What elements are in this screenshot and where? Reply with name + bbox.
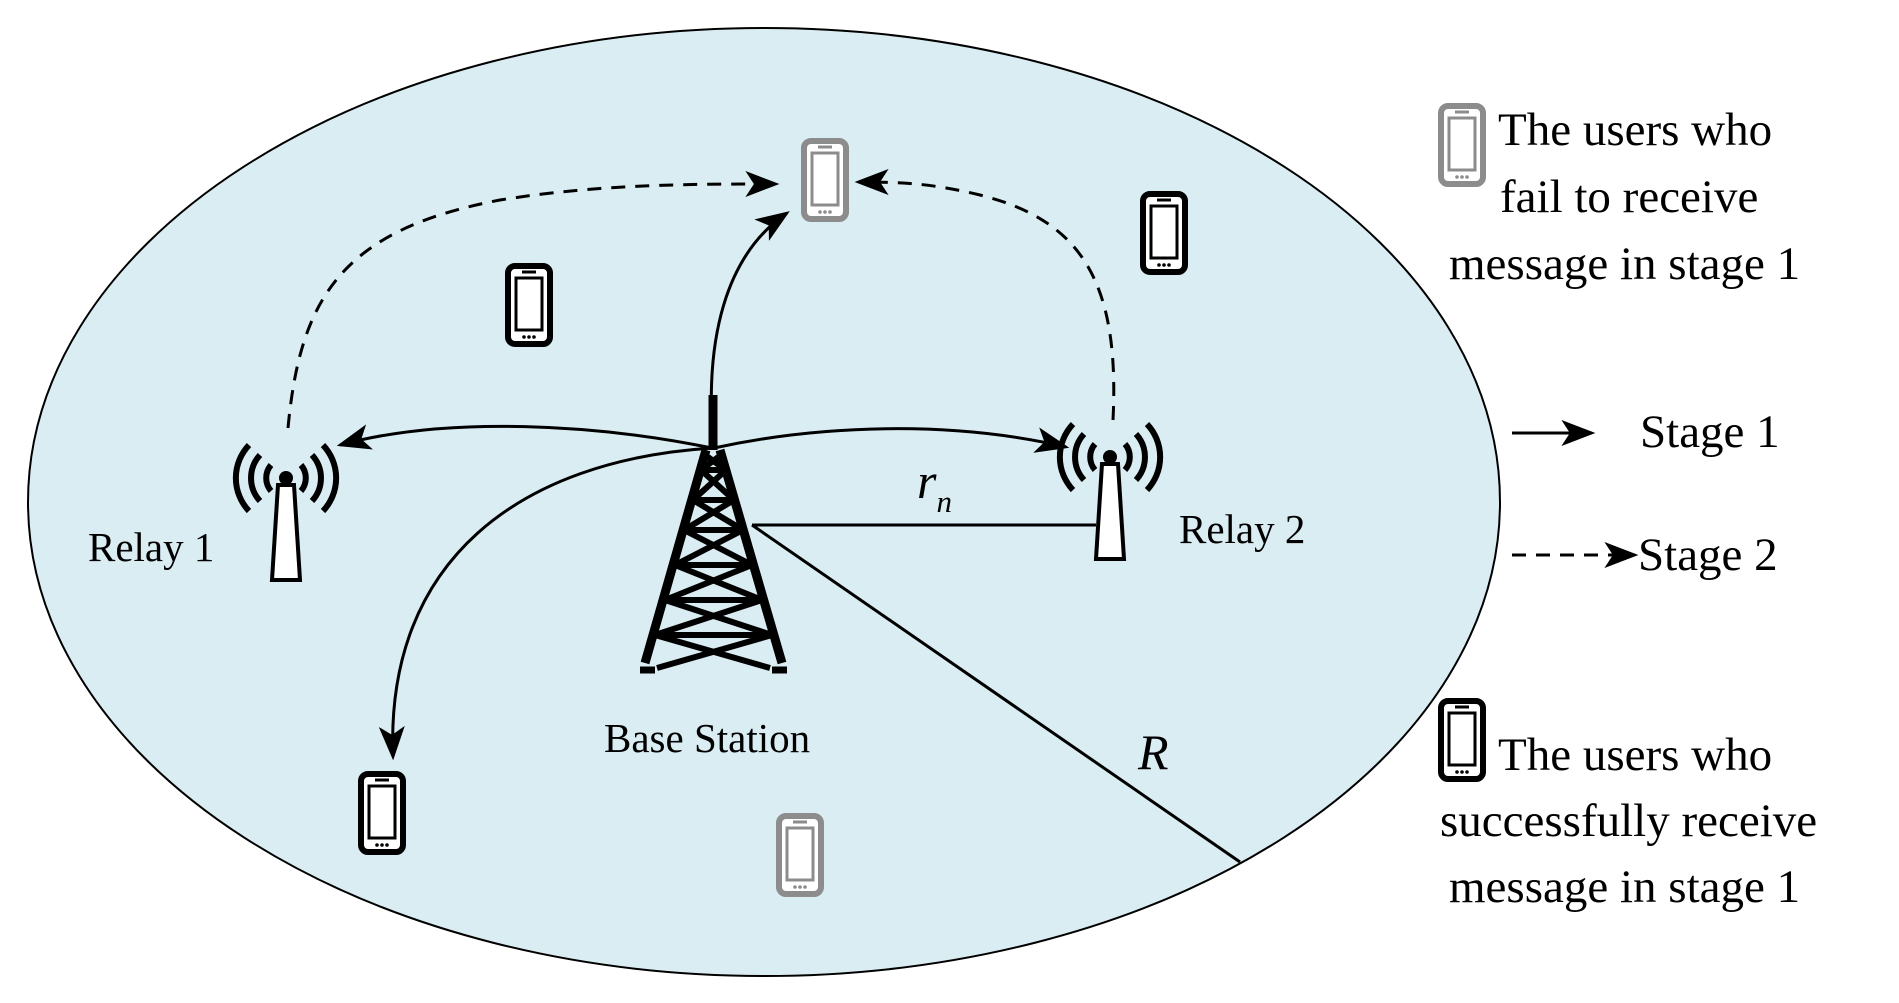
legend-fail-text-line2: fail to receive <box>1500 171 1758 223</box>
user-phone-icon-success-lower-left <box>361 774 403 852</box>
cell-coverage-area <box>27 27 1501 977</box>
stage1-arrow-to-bottom-left-user <box>378 446 714 761</box>
rn-radius-label: rn <box>917 453 952 519</box>
stage2-arrow-relay2-to-user <box>854 169 1116 421</box>
radius-R-line <box>751 523 1241 864</box>
legend-success-user-icon <box>1441 701 1483 779</box>
user-phone-icon-fail-bottom <box>779 816 821 894</box>
legend-success-text-line1: The users who <box>1498 729 1772 781</box>
legend-fail-user-icon <box>1441 106 1483 184</box>
stage1-arrow-to-top-user <box>709 211 790 441</box>
base-station-tower-icon <box>640 395 787 674</box>
legend-stage2-label: Stage 2 <box>1638 529 1778 581</box>
user-phone-icon-success-upper-left <box>508 266 550 344</box>
relay1-label: Relay 1 <box>88 524 214 570</box>
relay2-label: Relay 2 <box>1179 506 1305 552</box>
stage2-arrow-relay1-to-user <box>286 171 780 429</box>
legend-success-text-line3: message in stage 1 <box>1449 861 1800 913</box>
user-phone-icon-fail-top <box>804 141 846 219</box>
stage1-arrow-to-relay2 <box>713 427 1070 453</box>
legend-fail-text-line1: The users who <box>1498 104 1772 156</box>
legend: The users who fail to receive message in… <box>1440 104 1817 913</box>
legend-stage1-label: Stage 1 <box>1640 406 1780 458</box>
base-station-label: Base Station <box>604 715 810 761</box>
legend-success-text-line2: successfully receive <box>1440 795 1817 847</box>
stage1-arrow-to-relay1 <box>336 424 713 450</box>
user-phone-icon-success-upper-right <box>1143 194 1185 272</box>
legend-fail-text-line3: message in stage 1 <box>1449 238 1800 290</box>
R-radius-label: R <box>1137 724 1169 780</box>
